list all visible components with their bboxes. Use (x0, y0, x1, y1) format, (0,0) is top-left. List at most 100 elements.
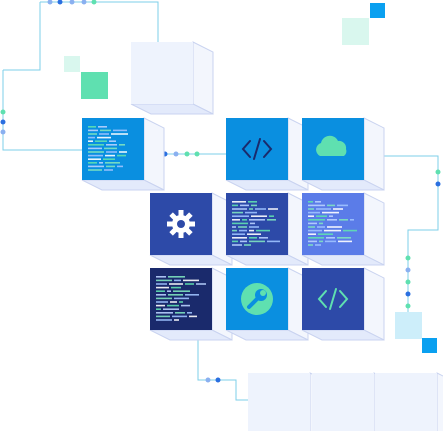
code-line (88, 154, 103, 157)
code-line (308, 244, 313, 246)
code-line (327, 226, 342, 228)
code-line (156, 312, 173, 314)
code-line (88, 162, 97, 164)
code-line (179, 301, 183, 303)
code-line (232, 229, 237, 232)
code-line (316, 208, 331, 210)
connector-dot (57, 0, 63, 5)
code-line (232, 226, 236, 228)
code-line (156, 308, 161, 310)
code-line (327, 204, 335, 207)
cube-side (436, 372, 443, 431)
code-line (175, 312, 185, 314)
code-line (251, 204, 257, 207)
code-line (319, 240, 323, 243)
empty-cube (375, 372, 443, 431)
connector-dot (405, 255, 411, 261)
connector-left-to-panel (2, 70, 82, 151)
code-line (187, 312, 192, 314)
code-line (119, 151, 127, 153)
connector-dot (405, 303, 411, 309)
code-line (322, 211, 339, 214)
code-line (156, 315, 170, 318)
code-line (255, 208, 266, 210)
code-line (232, 208, 247, 210)
code-line (350, 219, 354, 221)
code-line (168, 294, 183, 296)
cube-wrench (225, 267, 309, 341)
empty-cube (130, 41, 214, 115)
cube-side (363, 117, 385, 191)
cube-code-panel-left (81, 117, 165, 191)
code-line (156, 286, 169, 289)
code-line (232, 222, 248, 225)
code-line (156, 297, 172, 300)
code-line (119, 144, 125, 146)
code-line (169, 283, 183, 285)
code-line (308, 215, 314, 217)
cube-cloud (301, 117, 385, 191)
connector-dot (47, 0, 53, 5)
gear-tooth (178, 210, 184, 216)
code-line (249, 240, 265, 243)
connector-dot (173, 151, 179, 157)
accent-square-pale-green (342, 18, 369, 45)
code-line (98, 126, 107, 128)
code-line (113, 129, 127, 132)
code-line (104, 147, 117, 150)
connector-dot (0, 119, 6, 125)
code-line (88, 147, 102, 150)
code-line (183, 279, 199, 282)
code-line (250, 222, 255, 225)
code-line (106, 151, 117, 153)
code-line (174, 319, 179, 321)
code-line (232, 233, 245, 235)
code-line (326, 237, 335, 239)
code-line (308, 240, 317, 243)
cube-code-brackets-top (225, 117, 309, 191)
code-line (173, 290, 190, 292)
code-line (239, 229, 247, 232)
gear-tooth (167, 221, 173, 227)
code-line (308, 222, 317, 225)
code-line (325, 240, 336, 243)
cube-face (131, 42, 193, 104)
connector-bottom (197, 340, 250, 401)
accent-square-pale-green-small (64, 56, 80, 72)
code-line (232, 211, 243, 214)
cube-side (363, 192, 385, 266)
code-line (105, 162, 120, 164)
code-line (242, 219, 247, 221)
gear-tooth (178, 232, 184, 238)
code-line (308, 237, 324, 239)
code-line (117, 154, 126, 157)
connector-dot (69, 0, 75, 5)
code-line (156, 290, 165, 292)
code-line (249, 219, 265, 221)
connector-dots (0, 0, 441, 383)
code-line (189, 315, 197, 318)
code-line (88, 136, 95, 139)
code-line (248, 201, 257, 203)
connector-dot (81, 0, 87, 5)
connector-dot (435, 169, 441, 175)
code-line (249, 226, 259, 228)
code-line (105, 154, 115, 157)
code-line (109, 140, 116, 142)
code-line (232, 201, 246, 203)
code-line (97, 136, 111, 139)
code-line (232, 237, 247, 239)
code-line (156, 319, 172, 321)
code-line (156, 304, 165, 307)
code-line (267, 240, 280, 243)
code-line (316, 215, 327, 217)
code-line (88, 169, 102, 171)
code-line (174, 279, 181, 282)
connector-dot (194, 151, 200, 157)
code-line (156, 294, 166, 296)
code-line (156, 279, 172, 282)
code-brackets-icon (241, 138, 273, 160)
code-line (168, 276, 185, 278)
code-line (167, 290, 171, 292)
code-line (337, 237, 351, 239)
